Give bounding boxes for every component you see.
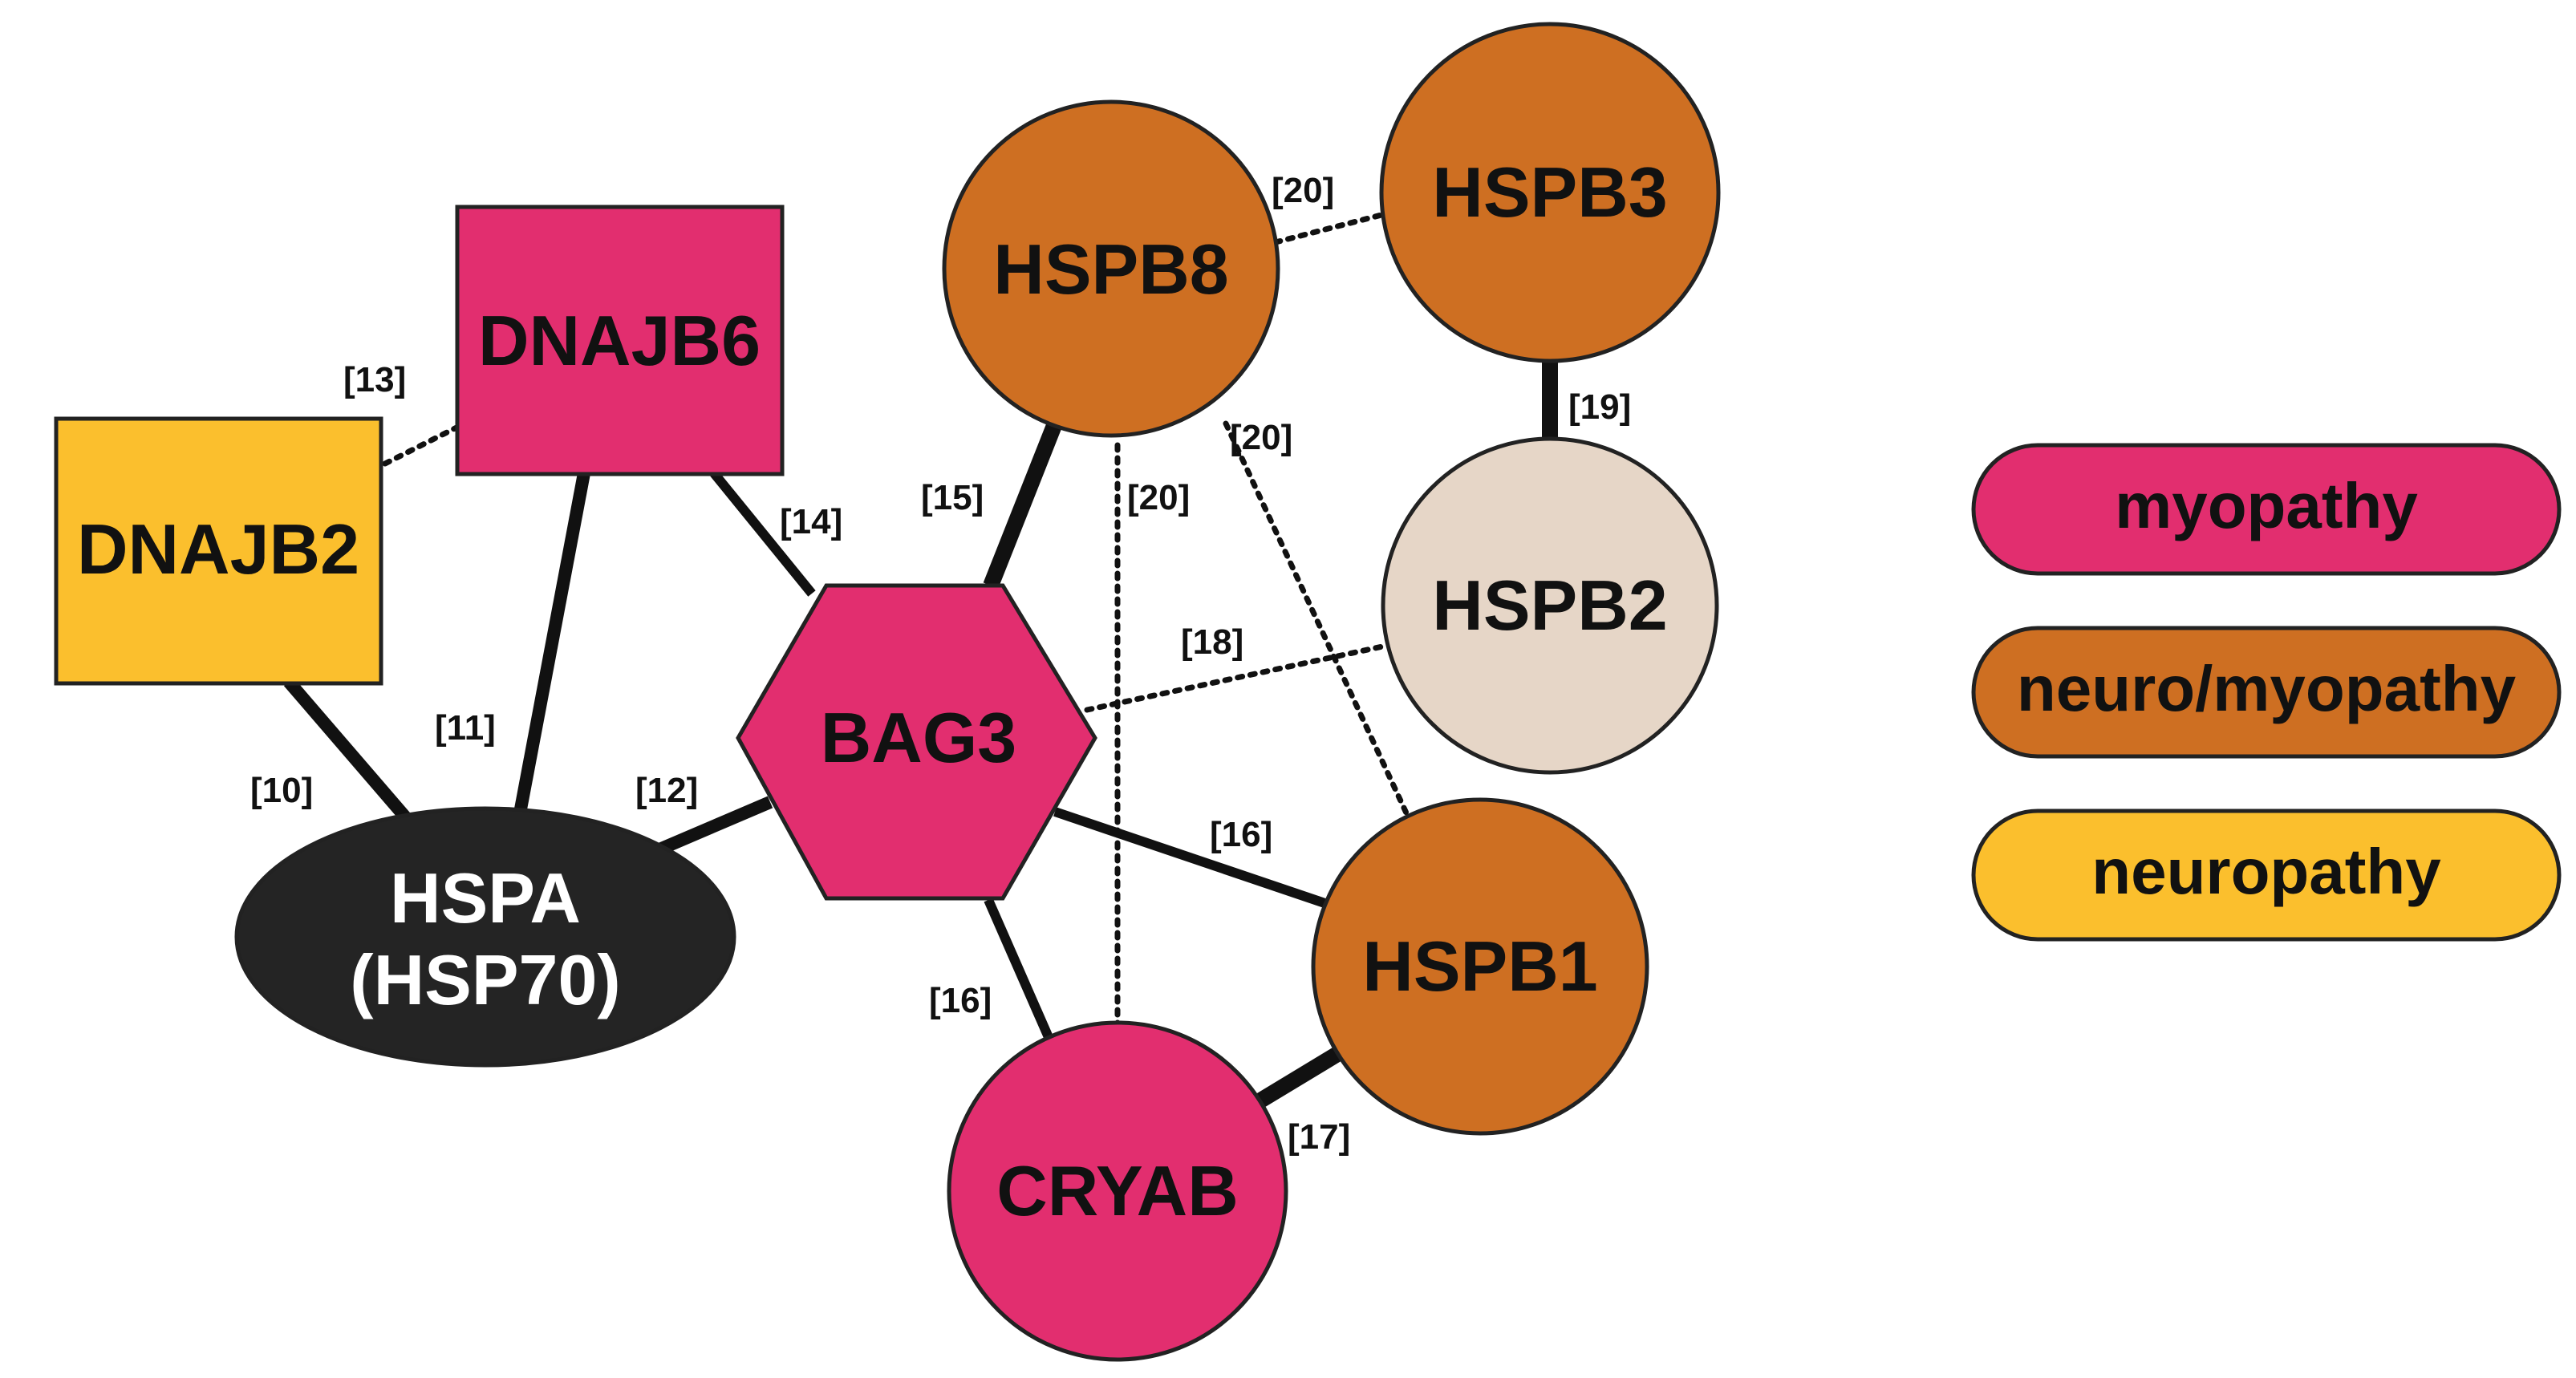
edge-dnajb2-dnajb6 — [382, 422, 464, 467]
node-bag3-shape — [736, 583, 1097, 901]
legend: myopathy neuro/myopathy neuropathy — [1971, 443, 2562, 942]
legend-label-myopathy: myopathy — [2115, 470, 2418, 541]
node-cryab-label: CRYAB — [996, 1151, 1239, 1230]
node-hspa-label-line2: (HSP70) — [350, 940, 620, 1019]
edge-bag3-cryab — [984, 898, 1056, 1045]
node-hspb3-shape — [1379, 22, 1721, 363]
edge-dnajb2-hspa — [283, 677, 419, 831]
node-hspb2: HSPB2 — [1381, 436, 1719, 775]
node-hspb1-label: HSPB1 — [1362, 926, 1597, 1006]
edge-bag3-hspb1 — [1053, 807, 1336, 911]
edge-bag3-hspb8 — [983, 420, 1063, 589]
legend-item-neuro-myopathy: neuro/myopathy — [1971, 626, 2562, 759]
edge-label-dnajb2-dnajb6: [13] — [343, 360, 406, 399]
node-hspb2-shape — [1381, 436, 1719, 775]
legend-swatch-neuro-myopathy — [1971, 626, 2562, 759]
edge-label-hspb8-hspb3: [20] — [1272, 171, 1334, 210]
node-hspb3-label: HSPB3 — [1432, 152, 1667, 232]
node-cryab-shape — [947, 1020, 1288, 1362]
edge-hspa-bag3 — [651, 796, 773, 858]
node-hspb2-label: HSPB2 — [1432, 565, 1667, 645]
node-dnajb6-shape — [455, 205, 785, 476]
edge-label-dnajb6-bag3: [14] — [780, 502, 842, 541]
legend-item-myopathy: myopathy — [1971, 443, 2562, 576]
node-dnajb6: DNAJB6 — [455, 205, 785, 476]
legend-swatch-myopathy — [1971, 443, 2562, 576]
node-hspa: HSPA (HSP70) — [234, 806, 736, 1068]
node-hspb8-shape — [942, 99, 1280, 438]
node-hspb8-label: HSPB8 — [993, 229, 1228, 309]
legend-item-neuropathy: neuropathy — [1971, 809, 2562, 942]
node-dnajb2-label: DNAJB2 — [77, 509, 359, 589]
edge-label-hspb3-hspb2: [19] — [1568, 387, 1631, 427]
edge-label-cryab-hspb1: [17] — [1288, 1117, 1350, 1157]
edge-label-bag3-hspb8: [15] — [921, 478, 984, 517]
legend-label-neuro-myopathy: neuro/myopathy — [2017, 653, 2517, 724]
edge-labels: [10] [11] [12] [13] [14] [15] [16] [16] … — [250, 171, 1631, 1157]
edge-label-bag3-hspb1: [16] — [1210, 815, 1272, 854]
edges — [283, 212, 1558, 1112]
node-hspa-label-line1: HSPA — [390, 858, 581, 938]
edge-hspb8-hspb3 — [1272, 212, 1385, 245]
node-hspb1-shape — [1311, 797, 1649, 1136]
node-bag3: BAG3 — [736, 583, 1097, 901]
edge-label-bag3-hspb2: [18] — [1181, 622, 1243, 662]
node-bag3-label: BAG3 — [821, 698, 1017, 777]
node-dnajb2: DNAJB2 — [54, 416, 383, 686]
edge-label-bag3-cryab: [16] — [929, 981, 992, 1020]
edge-cryab-hspb1 — [1249, 1040, 1354, 1112]
edge-dnajb6-bag3 — [710, 470, 816, 597]
edge-label-dnajb6-hspa: [11] — [435, 708, 496, 748]
nodes: DNAJB2 DNAJB6 HSPA (HSP70) BAG3 HSPB8 HS… — [54, 22, 1721, 1362]
node-hspa-shape — [234, 806, 736, 1068]
node-hspb1: HSPB1 — [1311, 797, 1649, 1136]
node-hspb3: HSPB3 — [1379, 22, 1721, 363]
edge-label-hspa-bag3: [12] — [635, 771, 698, 810]
node-hspb8: HSPB8 — [942, 99, 1280, 438]
edge-hspb8-hspb1 — [1223, 420, 1411, 820]
edge-dnajb6-hspa — [511, 472, 590, 828]
edge-label-dnajb2-hspa: [10] — [250, 771, 313, 810]
legend-label-neuropathy: neuropathy — [2091, 836, 2441, 907]
node-dnajb6-label: DNAJB6 — [478, 301, 761, 380]
node-dnajb2-shape — [54, 416, 383, 686]
legend-swatch-neuropathy — [1971, 809, 2562, 942]
edge-label-hspb8-cryab: [20] — [1127, 478, 1190, 517]
edge-label-hspb8-hspb1: [20] — [1230, 418, 1292, 457]
node-cryab: CRYAB — [947, 1020, 1288, 1362]
